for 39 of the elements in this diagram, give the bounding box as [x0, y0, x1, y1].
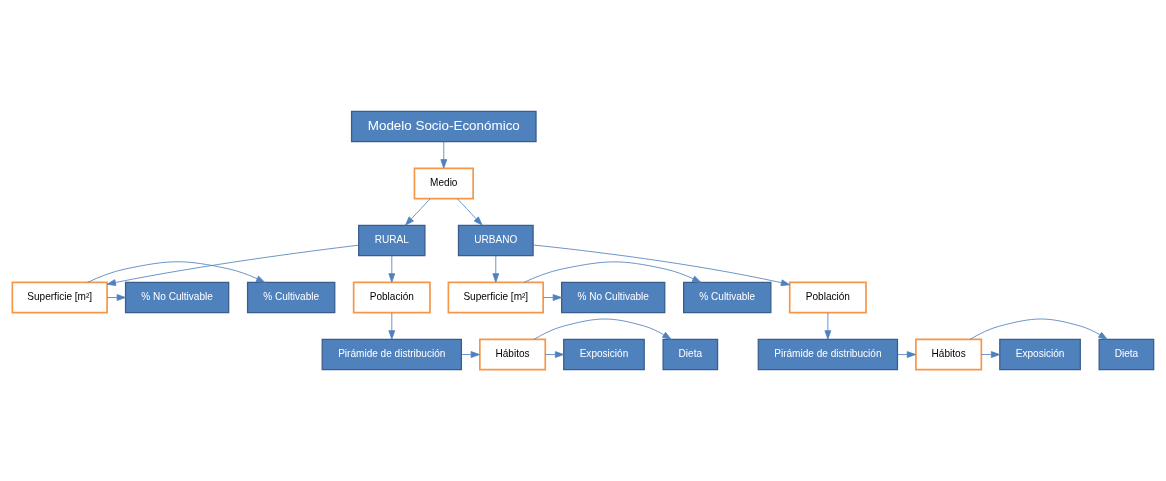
arrow	[492, 255, 500, 283]
node-box: Dieta	[1098, 338, 1155, 371]
node-box: Modelo Socio-Económico	[350, 110, 537, 143]
node-box: % Cultivable	[246, 281, 336, 314]
node-box: Dieta	[662, 338, 719, 371]
arrow	[388, 312, 396, 340]
node-box: Medio	[413, 167, 474, 200]
node-box: Superficie [m²]	[11, 281, 108, 314]
node-box: RURAL	[358, 224, 426, 257]
node-box: Exposición	[999, 338, 1081, 371]
arrow	[533, 318, 672, 340]
node-box: Exposición	[563, 338, 645, 371]
arrow	[106, 294, 126, 301]
node-box: % Cultivable	[683, 281, 772, 314]
arrow	[824, 312, 832, 340]
arrow	[969, 318, 1108, 340]
arrow	[87, 261, 266, 283]
node-box: URBANO	[457, 224, 534, 257]
arrow	[106, 244, 359, 286]
arrow	[981, 351, 1001, 358]
node-box: Hábitos	[915, 338, 983, 371]
node-box: Población	[788, 281, 867, 314]
arrow	[532, 244, 791, 287]
arrow	[388, 255, 396, 283]
node-box: Pirámide de distribución	[757, 338, 899, 371]
arrow	[523, 261, 702, 283]
arrow	[457, 198, 483, 226]
node-box: Hábitos	[479, 338, 547, 371]
arrow	[440, 141, 448, 169]
arrow	[545, 351, 565, 358]
arrow	[405, 198, 431, 226]
node-box: Población	[352, 281, 431, 314]
arrow	[897, 351, 916, 358]
node-box: % No Cultivable	[124, 281, 230, 314]
node-box: Pirámide de distribución	[321, 338, 463, 371]
node-box: % No Cultivable	[561, 281, 666, 314]
arrow	[461, 351, 480, 358]
arrow	[542, 294, 562, 301]
node-box: Superficie [m²]	[447, 281, 544, 314]
